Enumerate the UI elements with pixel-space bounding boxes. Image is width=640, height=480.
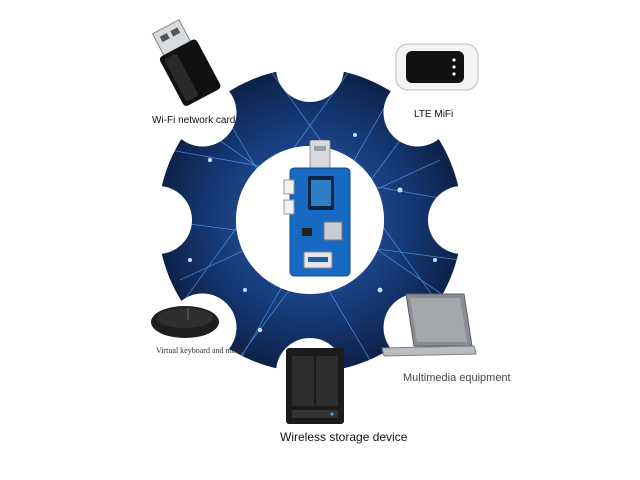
mouse-icon xyxy=(151,306,219,338)
multimedia-label: Multimedia equipment xyxy=(403,372,511,384)
wifi-label: Wi-Fi network card xyxy=(152,115,236,126)
mouse-label: Virtual keyboard and mouse xyxy=(156,346,247,355)
laptop-icon xyxy=(381,293,477,357)
wifi-dongle-icon xyxy=(151,19,221,106)
lte-mifi-icon xyxy=(395,43,479,91)
lte-label: LTE MiFi xyxy=(414,109,454,120)
nas-icon xyxy=(286,348,344,424)
usb-board-icon xyxy=(283,140,351,277)
storage-label: Wireless storage device xyxy=(280,430,408,444)
